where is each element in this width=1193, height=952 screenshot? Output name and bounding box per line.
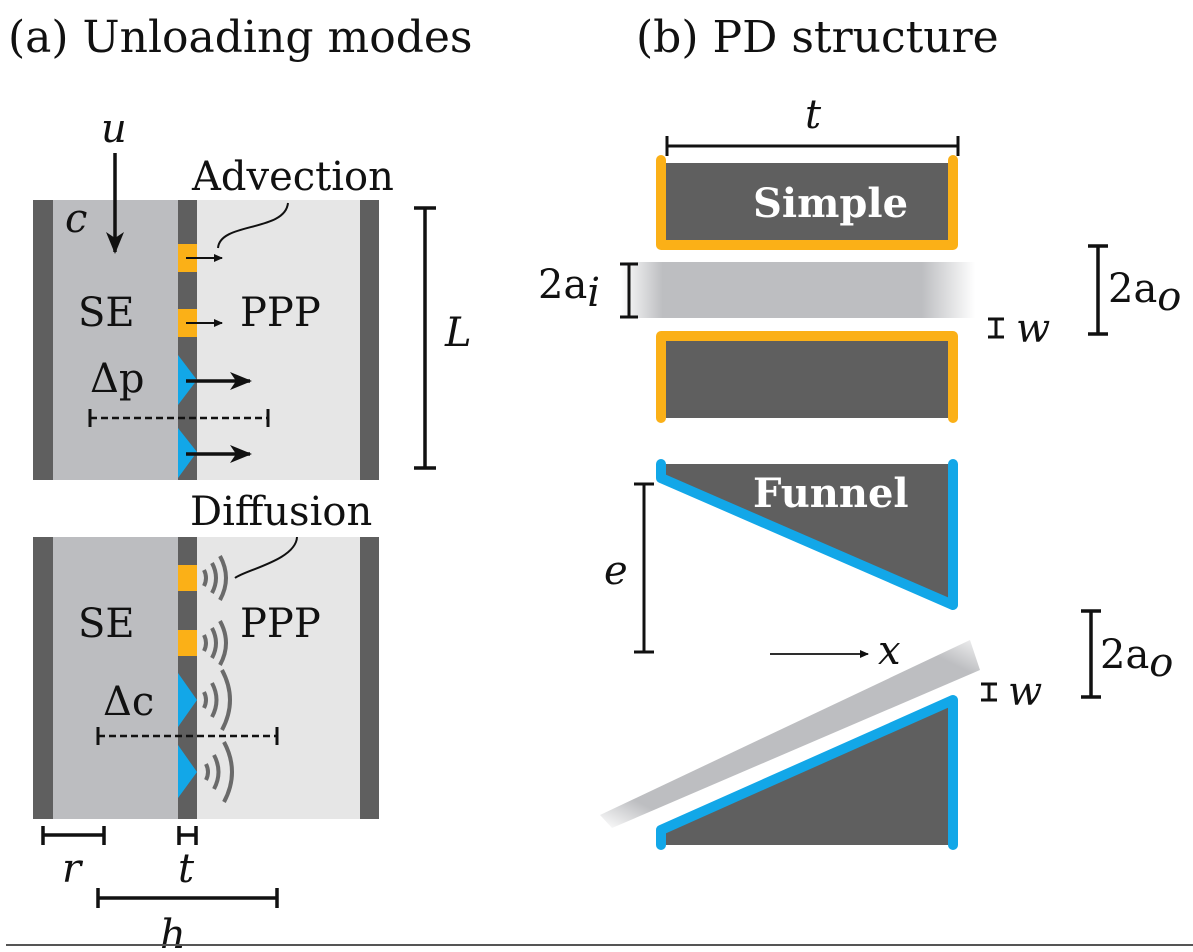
ppp-label: PPP [240, 601, 321, 647]
advection-annotation: Advection [191, 154, 394, 200]
se-label: SE [78, 601, 135, 647]
lower-wall [661, 336, 953, 418]
wall-label: w [1008, 669, 1042, 715]
advection-diagram: u c SE PPP Δp Advection L [33, 106, 472, 480]
wall-label: w [1016, 306, 1050, 352]
thickness-label: t [178, 846, 195, 892]
outer-radius-label: 2ao [1100, 632, 1173, 686]
upper-lining [656, 155, 958, 250]
entrance-label: e [604, 548, 628, 594]
length-label: L [444, 310, 472, 356]
funnel-pore [178, 745, 197, 798]
se-label: SE [78, 290, 135, 336]
outer-radius-dimension [1081, 609, 1101, 699]
upper-wall [661, 163, 953, 245]
funnel-label: Funnel [753, 470, 909, 517]
se-region [53, 537, 178, 819]
simple-label: Simple [753, 180, 908, 227]
velocity-label: u [101, 106, 127, 152]
panel-a-title: (a) Unloading modes [8, 12, 473, 63]
inner-radius-dimension [620, 262, 638, 319]
lower-lining [656, 331, 958, 423]
thickness-label: t [805, 92, 822, 138]
outer-radius-label: 2ao [1108, 266, 1181, 320]
outer-wall-left [33, 200, 53, 480]
outer-wall-right [360, 200, 379, 480]
lower-lining [656, 695, 958, 850]
panel-b-title: (b) PD structure [636, 12, 999, 63]
simple-pore-structure: t Simple 2ai w 2ao [538, 92, 1181, 423]
simple-pore [178, 565, 197, 591]
diffusion-waves [202, 555, 234, 803]
simple-pore [178, 630, 197, 656]
outer-wall-right [360, 537, 379, 819]
annotation-leader [234, 536, 298, 579]
diffusion-annotation: Diffusion [190, 489, 372, 535]
ppp-region [197, 537, 360, 819]
ppp-label: PPP [240, 290, 321, 336]
pressure-difference-label: Δp [90, 356, 145, 402]
ppp-region [197, 200, 360, 480]
solute-difference-label: Δc [103, 679, 154, 725]
upper-lining [656, 459, 958, 610]
outer-wall-left [33, 537, 53, 819]
cell-wall [178, 537, 197, 819]
radius-label: r [62, 846, 84, 892]
entrance-dimension [634, 482, 654, 654]
funnel-pore-structure: Funnel e x w 2ao [600, 459, 1173, 850]
pore-channel [620, 262, 975, 318]
outer-radius-dimension [1088, 244, 1108, 336]
funnel-pore [178, 673, 197, 727]
wall-dimension [988, 317, 1004, 339]
annotation-leader [217, 202, 289, 249]
pore-channel [600, 640, 980, 828]
wall-dimension [981, 682, 997, 702]
dimension-markers [41, 826, 279, 908]
inner-radius-label: 2ai [538, 262, 600, 316]
concentration-label: c [65, 196, 87, 242]
axis-label: x [878, 628, 901, 674]
diffusion-diagram: Diffusion Δc SE PPP [33, 489, 379, 819]
